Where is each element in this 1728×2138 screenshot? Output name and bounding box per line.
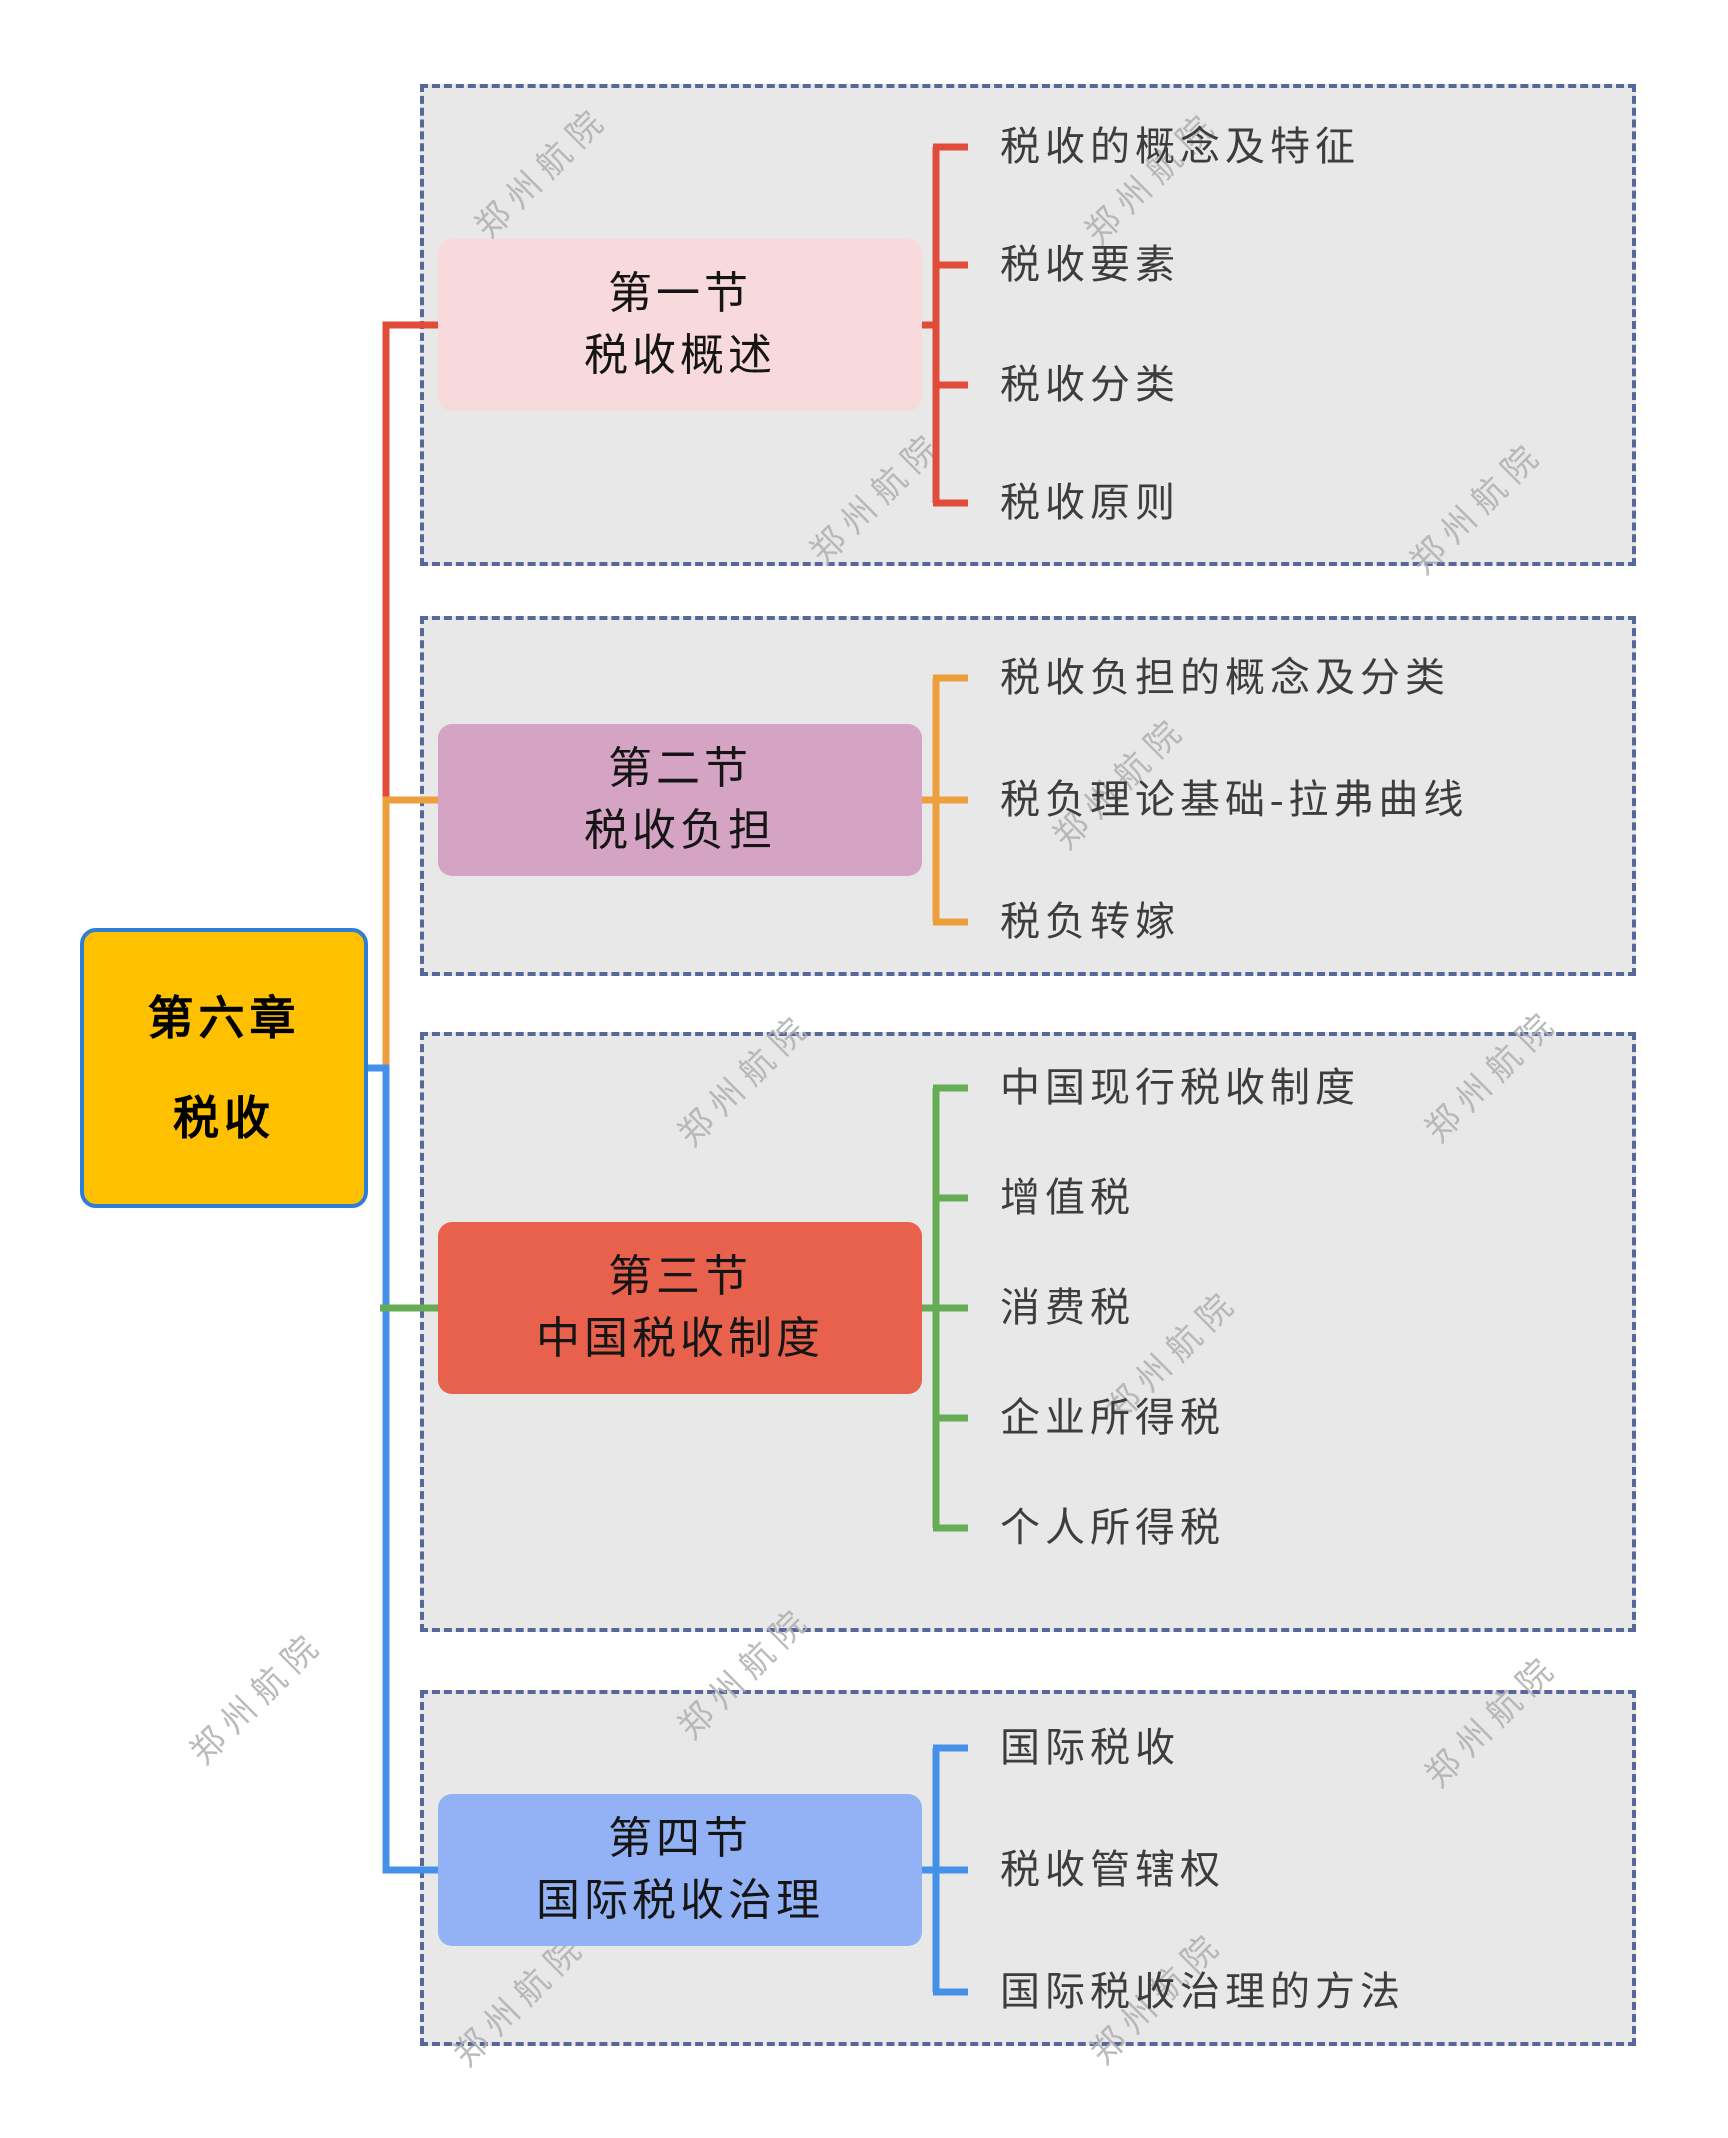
section-3-title-line1: 第三节	[608, 1252, 752, 1301]
section-1-node[interactable]: 第一节 税收概述	[438, 239, 922, 411]
leaf-node[interactable]: 税负理论基础-拉弗曲线	[1000, 777, 1469, 822]
section-4-title-line1: 第四节	[608, 1814, 752, 1863]
leaf-node[interactable]: 国际税收	[1000, 1725, 1180, 1770]
root-node-chapter[interactable]: 第六章 税收	[80, 928, 368, 1208]
section-4-title-line2: 国际税收治理	[536, 1876, 824, 1925]
section-1-title-line2: 税收概述	[584, 331, 776, 380]
leaf-node[interactable]: 消费税	[1000, 1285, 1135, 1330]
section-3-title-line2: 中国税收制度	[536, 1314, 824, 1363]
leaf-node[interactable]: 税收要素	[1000, 242, 1180, 287]
section-2-node[interactable]: 第二节 税收负担	[438, 724, 922, 876]
leaf-node[interactable]: 国际税收治理的方法	[1000, 1969, 1405, 2014]
leaf-node[interactable]: 税收负担的概念及分类	[1000, 655, 1450, 700]
leaf-node[interactable]: 税收的概念及特征	[1000, 124, 1360, 169]
leaf-node[interactable]: 税收原则	[1000, 480, 1180, 525]
root-title-line2: 税收	[173, 1092, 275, 1144]
section-3-node[interactable]: 第三节 中国税收制度	[438, 1222, 922, 1394]
children-bracket-section-4	[922, 1744, 968, 1996]
leaf-node[interactable]: 税收分类	[1000, 362, 1180, 407]
branch-line-section-2	[382, 796, 438, 1068]
branch-line-section-1	[382, 321, 438, 800]
branch-line-section-4	[368, 1064, 438, 1874]
leaf-node[interactable]: 税负转嫁	[1000, 899, 1180, 944]
root-title-line1: 第六章	[147, 992, 301, 1044]
section-2-title-line1: 第二节	[608, 744, 752, 793]
children-bracket-section-1	[922, 143, 968, 507]
leaf-node[interactable]: 企业所得税	[1000, 1395, 1225, 1440]
section-1-title-line1: 第一节	[608, 269, 752, 318]
section-2-title-line2: 税收负担	[584, 806, 776, 855]
children-bracket-section-2	[922, 674, 968, 926]
leaf-node[interactable]: 中国现行税收制度	[1000, 1065, 1360, 1110]
leaf-node[interactable]: 增值税	[1000, 1175, 1135, 1220]
leaf-node[interactable]: 税收管辖权	[1000, 1847, 1225, 1892]
leaf-node[interactable]: 个人所得税	[1000, 1505, 1225, 1550]
children-bracket-section-3	[922, 1084, 968, 1532]
section-4-node[interactable]: 第四节 国际税收治理	[438, 1794, 922, 1946]
